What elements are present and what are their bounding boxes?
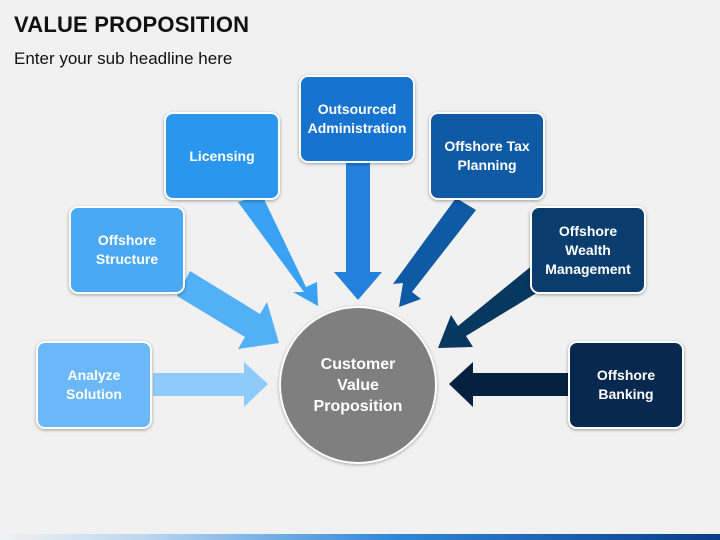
node-offshore-structure: Offshore Structure <box>69 206 185 294</box>
node-label: Licensing <box>189 147 255 164</box>
node-outsourced-administration: Outsourced Administration <box>299 75 415 163</box>
node-label: Analyze Solution <box>66 367 122 402</box>
node-label: Offshore Banking <box>596 367 656 402</box>
node-label: Offshore Tax Planning <box>444 138 530 173</box>
arrow-licensing <box>238 195 318 306</box>
center-label: Customer Value Proposition <box>313 355 403 415</box>
node-label: Offshore Structure <box>95 232 159 267</box>
arrow-offshore-structure <box>177 271 279 349</box>
node-licensing: Licensing <box>164 112 280 200</box>
page-subtitle: Enter your sub headline here <box>14 49 233 68</box>
arrow-analyze-solution <box>153 362 268 407</box>
node-label: Offshore Wealth Management <box>545 222 631 277</box>
node-offshore-banking: Offshore Banking <box>568 341 684 429</box>
arrow-outsourced-administration <box>334 162 382 300</box>
arrow-offshore-tax-planning <box>393 198 476 307</box>
arrow-offshore-banking <box>449 362 568 407</box>
arrow-offshore-wealth-management <box>438 264 548 348</box>
node-offshore-wealth-management: Offshore Wealth Management <box>530 206 646 294</box>
page-title: VALUE PROPOSITION <box>14 12 250 37</box>
node-analyze-solution: Analyze Solution <box>36 341 152 429</box>
node-offshore-tax-planning: Offshore Tax Planning <box>429 112 545 200</box>
bottom-accent-bar <box>0 534 720 540</box>
node-label: Outsourced Administration <box>307 101 407 136</box>
center-circle: Customer Value Proposition <box>279 306 437 464</box>
